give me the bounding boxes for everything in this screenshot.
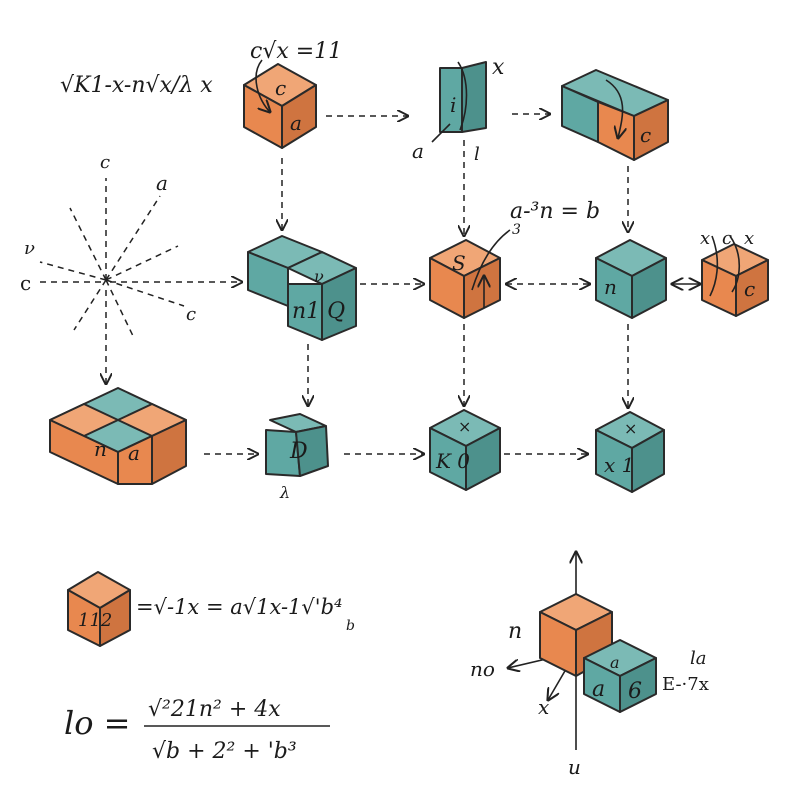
label-x-mid: x (700, 228, 710, 249)
formula-bottom-2-numerator: √²21n² + 4x (148, 697, 281, 722)
radial-burst (39, 178, 185, 339)
label-a-top: a (412, 139, 424, 163)
ray-upper-left (69, 207, 107, 281)
label-x-axis: x (538, 695, 549, 719)
cube-mid-4-side (631, 257, 667, 319)
cube-equation: 112 (67, 571, 131, 647)
cube-mid-4-label: n (604, 275, 617, 299)
cube-mid-4: n (595, 239, 667, 319)
formula-mid: a-³n = b (510, 199, 600, 224)
label-a-ray: a (156, 171, 168, 195)
ray-right-up (105, 245, 179, 281)
label-c-right: c (186, 304, 196, 325)
label-no-axis: no (470, 657, 495, 681)
cube-mid-3-label: S (452, 251, 466, 275)
cube-row3-d: × x 1 (595, 411, 665, 493)
curve-mid5 (709, 235, 719, 297)
cube-top-3-side (633, 99, 669, 161)
shape-top-2: i (439, 61, 487, 133)
cube-row3-d-side (631, 429, 665, 493)
cube-row3-mid: D (265, 413, 329, 477)
label-n-axis: n (508, 619, 522, 644)
cube-mid-2-label: n1 Q (292, 299, 345, 324)
cube-axis-teal-side (619, 657, 657, 713)
formula-axis-top: la (690, 648, 707, 669)
curve-top-2 (457, 61, 468, 131)
formula-top-left: √K1-x-n√x/λ x (60, 73, 213, 98)
cube-mid-5-side (735, 259, 769, 317)
label-x-top: x (492, 55, 505, 80)
cube-top-1-inner-label: c (275, 76, 286, 100)
cube-row3-mid-label: D (289, 439, 308, 464)
cube-equation-side (99, 589, 131, 647)
line-top-2-left (431, 123, 451, 143)
cube-row3-c-label: K 0 (435, 449, 470, 473)
cube-row3-c: × K 0 (429, 409, 501, 491)
ray-right-down (105, 279, 185, 307)
label-x-mid-2: x (744, 228, 754, 249)
shape-top-2-side (461, 61, 487, 133)
cube-mid-2-front-side (321, 267, 357, 341)
cube-row3-left-label: n (94, 437, 107, 461)
cube-row3-c-side (465, 427, 501, 491)
label-c-vertical: c (100, 152, 110, 173)
formula-top-cube: c√x =11 (250, 39, 342, 64)
curve-mid3 (471, 229, 511, 291)
cube-row3-double: n a (49, 387, 187, 485)
formula-bottom-1-sub: b (346, 618, 355, 634)
cube-top-1-side (281, 84, 317, 149)
curve-mid5-b (729, 235, 741, 293)
ray-lower-left (73, 279, 107, 331)
cube-mid-5-label: c (744, 277, 755, 301)
shape-top-2-label: i (450, 93, 456, 117)
label-c-left: c (20, 271, 31, 295)
cube-top-3: c (561, 69, 669, 161)
cube-axis-group: a a 6 (539, 593, 657, 713)
cube-row3-d-top-label: × (624, 419, 637, 438)
formula-bottom-2-lhs: lo = (64, 704, 130, 742)
cube-axis-top-label: a (610, 653, 620, 672)
cube-row3-mid-side (295, 425, 329, 477)
label-l-top: l (474, 144, 480, 165)
cube-mid-5: c (701, 243, 769, 317)
cube-row3-c-top-label: × (458, 417, 471, 436)
cube-row3-d-label: x 1 (604, 453, 634, 477)
curve-top-cube (255, 59, 270, 112)
cube-axis-side-label: 6 (628, 679, 642, 704)
formula-bottom-1: =√-1x = a√1x-1√'b⁴ (136, 595, 342, 619)
label-lambda-low: λ (279, 483, 290, 502)
cube-row3-double-side (151, 419, 187, 485)
curve-top-3 (605, 79, 623, 138)
label-c-mid: c (722, 228, 732, 249)
cube-equation-label: 112 (78, 610, 112, 631)
cube-top-3-label: c (640, 123, 651, 147)
formula-axis: E-·7x (662, 674, 709, 695)
formula-bottom-2-denominator: √b + 2² + 'b³ (152, 739, 297, 764)
label-v-left: ν (24, 238, 35, 259)
cube-mid-2-top-label: ν (314, 267, 324, 286)
cube-row3-right-label: a (128, 441, 140, 465)
label-u-axis: u (568, 755, 581, 779)
cube-mid-3-side (463, 257, 501, 319)
cube-top-1: a c (243, 63, 317, 149)
ray-upper-right (105, 195, 161, 281)
cube-mid-2: n1 Q ν (247, 235, 357, 341)
formula-mid-sup: 3 (512, 222, 521, 238)
cube-axis-front-label: a (592, 677, 605, 702)
cube-mid-3: S (429, 239, 501, 319)
cube-top-1-label: a (290, 111, 302, 135)
ray-left-up (39, 261, 107, 281)
